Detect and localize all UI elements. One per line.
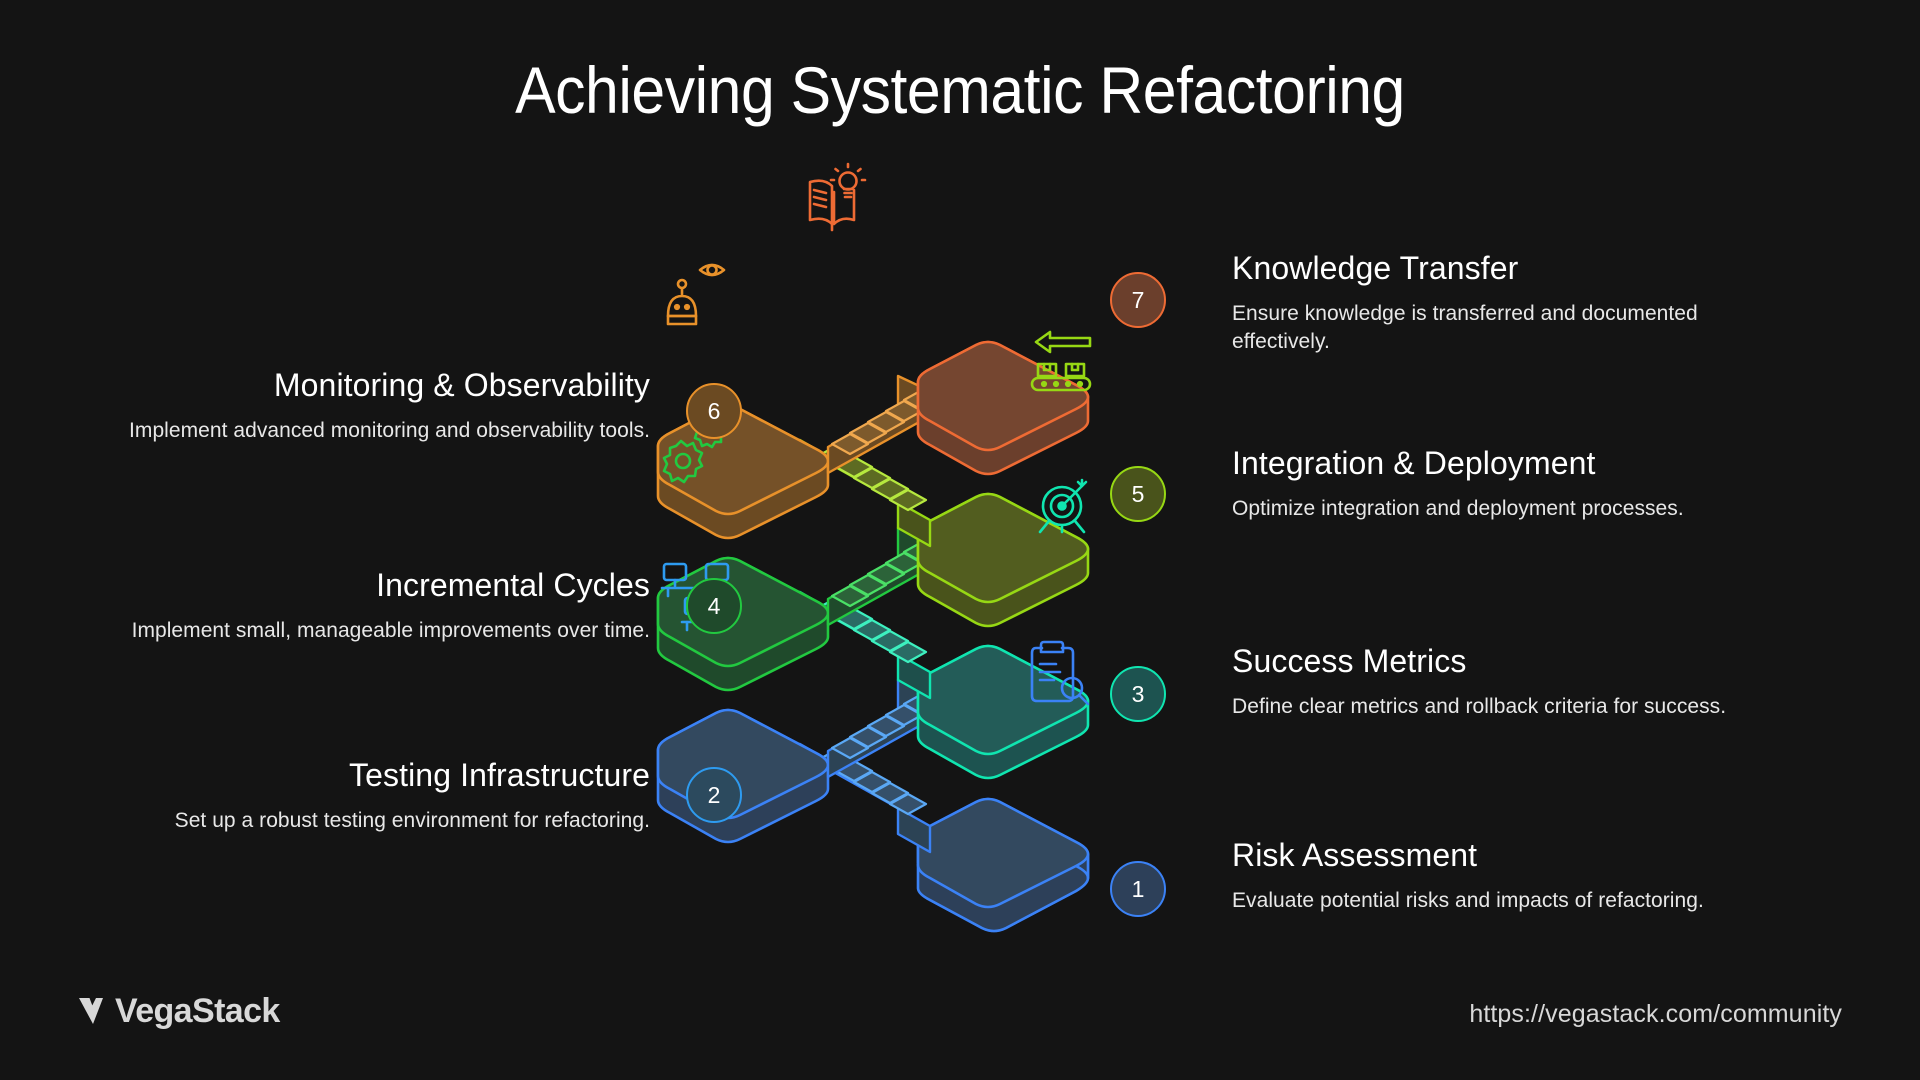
step-badge-7[interactable]: 7 bbox=[1110, 272, 1166, 328]
page-title: Achieving Systematic Refactoring bbox=[515, 53, 1405, 127]
platform-step-3 bbox=[916, 644, 1090, 780]
platform-step-2 bbox=[656, 708, 830, 844]
step-badge-4[interactable]: 4 bbox=[686, 578, 742, 634]
step-block-4: Incremental Cycles Implement small, mana… bbox=[120, 567, 650, 645]
community-url[interactable]: https://vegastack.com/community bbox=[1469, 1000, 1842, 1028]
step-title-5: Integration & Deployment bbox=[1232, 445, 1596, 481]
step-badge-label-3: 3 bbox=[1131, 680, 1145, 707]
step-block-6: Monitoring & Observability Implement adv… bbox=[120, 367, 650, 445]
step-badge-label-2: 2 bbox=[707, 781, 721, 808]
clipboard-search-icon bbox=[1030, 640, 1090, 706]
target-arrow-icon bbox=[1038, 478, 1088, 534]
conveyor-arrow-icon bbox=[1030, 330, 1092, 392]
robot-eye-icon bbox=[666, 263, 726, 326]
step-title-4: Incremental Cycles bbox=[376, 567, 650, 603]
platform-step-5 bbox=[916, 492, 1090, 628]
book-lightbulb-icon bbox=[808, 162, 867, 232]
step-block-3: Success Metrics Define clear metrics and… bbox=[1232, 643, 1792, 721]
stairs-4-to-5 bbox=[826, 526, 942, 627]
step-title-6: Monitoring & Observability bbox=[273, 367, 650, 403]
step-desc-6: Implement advanced monitoring and observ… bbox=[129, 418, 650, 442]
step-desc-5: Optimize integration and deployment proc… bbox=[1232, 496, 1684, 520]
step-badge-label-1: 1 bbox=[1131, 875, 1145, 902]
platform-step-7 bbox=[916, 340, 1090, 476]
step-title-2: Testing Infrastructure bbox=[349, 757, 650, 793]
platform-step-1 bbox=[916, 797, 1090, 933]
step-badge-label-7: 7 bbox=[1131, 286, 1145, 313]
step-badge-label-6: 6 bbox=[707, 397, 721, 424]
step-desc-3: Define clear metrics and rollback criter… bbox=[1232, 694, 1727, 718]
step-title-3: Success Metrics bbox=[1232, 643, 1467, 679]
isometric-staircase-illustration bbox=[640, 150, 1280, 945]
step-desc-4: Implement small, manageable improvements… bbox=[131, 618, 650, 642]
brand-name: VegaStack bbox=[115, 992, 280, 1030]
step-desc-2: Set up a robust testing environment for … bbox=[174, 808, 650, 832]
platform-step-4 bbox=[656, 556, 830, 692]
step-badge-6[interactable]: 6 bbox=[686, 383, 742, 439]
platform-step-6 bbox=[656, 404, 830, 540]
step-block-5: Integration & Deployment Optimize integr… bbox=[1232, 445, 1792, 523]
step-badge-label-4: 4 bbox=[707, 592, 721, 619]
step-desc-7: Ensure knowledge is transferred and docu… bbox=[1232, 301, 1698, 353]
step-desc-1: Evaluate potential risks and impacts of … bbox=[1232, 888, 1704, 912]
step-title-1: Risk Assessment bbox=[1232, 837, 1478, 873]
step-badge-1[interactable]: 1 bbox=[1110, 861, 1166, 917]
step-block-7: Knowledge Transfer Ensure knowledge is t… bbox=[1232, 250, 1792, 356]
step-badge-2[interactable]: 2 bbox=[686, 767, 742, 823]
vegastack-v-lightning-icon bbox=[79, 998, 103, 1024]
step-badge-5[interactable]: 5 bbox=[1110, 466, 1166, 522]
step-badge-3[interactable]: 3 bbox=[1110, 666, 1166, 722]
step-block-2: Testing Infrastructure Set up a robust t… bbox=[120, 757, 650, 835]
step-badge-label-5: 5 bbox=[1131, 480, 1145, 507]
step-block-1: Risk Assessment Evaluate potential risks… bbox=[1232, 837, 1792, 915]
brand-logo[interactable]: VegaStack bbox=[78, 994, 280, 1028]
step-title-7: Knowledge Transfer bbox=[1232, 250, 1519, 286]
